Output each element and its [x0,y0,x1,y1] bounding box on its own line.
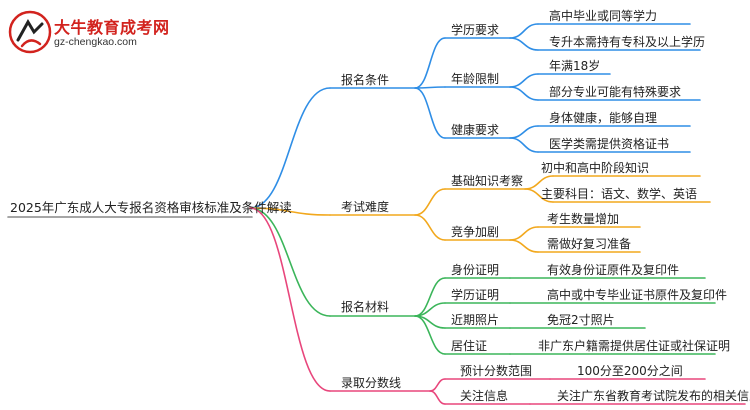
node-to-leaf-link [509,239,539,253]
brand-title: 大牛教育成考网 [54,18,170,37]
leaf-residence-permit: 非广东户籍需提供居住证或社保证明 [538,339,731,353]
node-to-leaf-link [509,86,539,101]
leaf-health-2: 医学类需提供资格证书 [549,137,670,151]
node-age-limit: 年龄限制 [451,72,500,86]
node-to-leaf-link [509,23,539,39]
leaf-education-proof: 高中或中专毕业证书原件及复印件 [547,288,728,302]
branch-to-node-link [429,378,446,392]
node-education-requirement: 学历要求 [451,23,500,37]
root-title: 2025年广东成人大专报名资格审核标准及条件解读 [10,200,292,215]
node-competition: 竞争加剧 [451,225,500,239]
brand-logo-icon [8,10,52,54]
branch-to-node-link [414,188,446,216]
root-to-branch-link [249,207,331,317]
root-to-branch-link [249,207,331,392]
leaf-age-2: 部分专业可能有特殊要求 [549,85,682,99]
leaf-recent-photo: 免冠2寸照片 [547,313,615,327]
node-to-leaf-link [509,37,539,51]
node-to-leaf-link [509,137,539,153]
leaf-score-range: 100分至200分之间 [577,364,683,378]
node-to-leaf-link [509,125,539,139]
branch-to-node-link [414,86,446,89]
root-to-branch-link [249,207,331,216]
branch-registration-conditions: 报名条件 [341,73,390,87]
leaf-health-1: 身体健康，能够自理 [549,111,658,125]
root-to-branch-link [249,87,331,209]
leaf-knowledge-2: 主要科目：语文、数学、英语 [541,187,698,201]
node-id-proof: 身份证明 [451,263,500,277]
node-health-requirement: 健康要求 [451,123,500,137]
branch-to-node-link [414,87,446,139]
branch-admission-score: 录取分数线 [341,376,402,390]
leaf-age-1: 年满18岁 [549,59,601,73]
branch-to-node-link [414,37,446,89]
leaf-follow-info: 关注广东省教育考试院发布的相关信息 [557,389,750,403]
node-to-leaf-link [509,73,539,88]
leaf-id-proof: 有效身份证原件及复印件 [547,263,680,277]
branch-exam-difficulty: 考试难度 [341,200,390,214]
branch-to-node-link [429,390,446,405]
leaf-competition-2: 需做好复习准备 [547,237,632,251]
brand-url: gz-chengkao.com [54,36,137,48]
branch-registration-materials: 报名材料 [341,300,390,314]
branch-to-node-link [414,214,446,241]
leaf-knowledge-1: 初中和高中阶段知识 [541,161,650,175]
leaf-competition-1: 考生数量增加 [547,212,620,226]
node-score-range: 预计分数范围 [460,364,533,378]
leaf-education-2: 专升本需持有专科及以上学历 [549,35,706,49]
node-recent-photo: 近期照片 [451,313,500,327]
node-follow-info: 关注信息 [460,389,509,403]
node-education-proof: 学历证明 [451,288,500,302]
branch-to-node-link [414,315,446,355]
leaf-education-1: 高中毕业或同等学力 [549,9,658,23]
brand-header: 大牛教育成考网 gz-chengkao.com [8,8,178,56]
node-basic-knowledge: 基础知识考察 [451,174,524,188]
node-to-leaf-link [524,188,554,203]
node-residence-permit: 居住证 [451,339,488,353]
node-to-leaf-link [509,226,539,241]
